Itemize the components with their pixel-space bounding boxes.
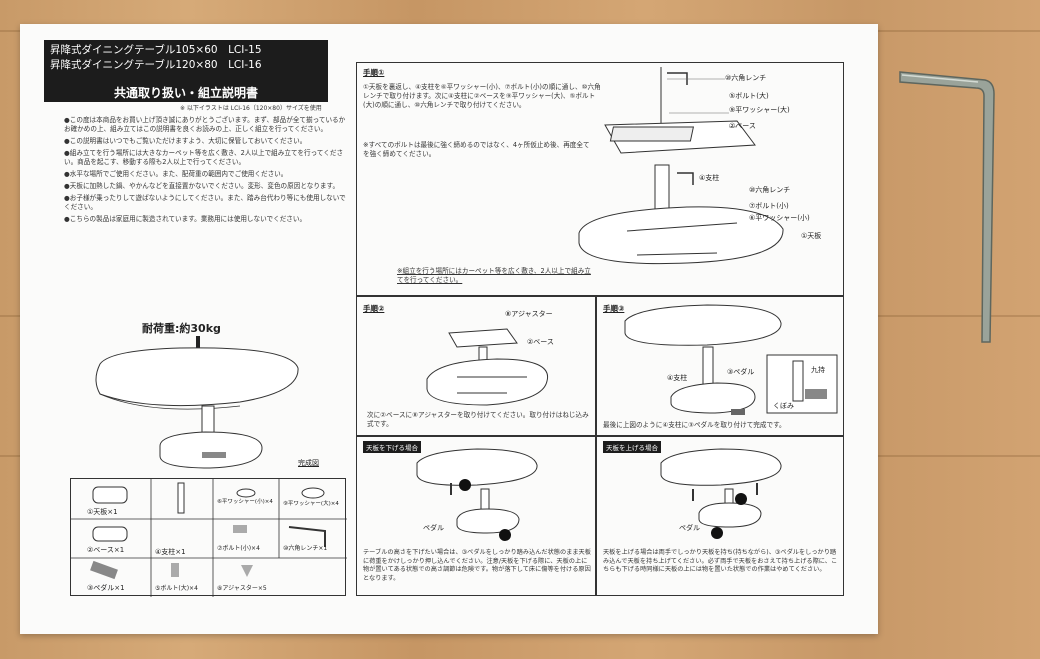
part-label: ③ペダル×1 xyxy=(87,584,125,592)
label-bolt-large: ⑤ボルト(大) xyxy=(729,92,769,100)
part-label: ⑤ボルト(大)×4 xyxy=(155,585,198,592)
note-item: ●天板に加熱した鍋、やかんなどを直接置かないでください。変形、変色の原因となりま… xyxy=(64,182,340,190)
label-column: ④支柱 xyxy=(699,174,720,182)
lower-illustration xyxy=(416,448,538,541)
label-washer-small: ⑥平ワッシャー(小) xyxy=(749,214,810,222)
step1-panel: 手順① ①天板を裏返し、④支柱を⑥平ワッシャー(小)、⑦ボルト(小)の順に通し、… xyxy=(356,62,844,296)
part-label: ⑧アジャスター×5 xyxy=(217,585,267,592)
part-label: ①天板×1 xyxy=(87,508,118,516)
raise-text: 天板を上げる場合は両手でしっかり天板を持ち(持ちながら)、③ペダルをしっかり踏み… xyxy=(603,549,838,573)
lower-text: テーブルの高さを下げたい場合は、③ペダルをしっかり踏み込んだ状態のまま天板に荷重… xyxy=(363,549,591,582)
step1-illustration xyxy=(578,67,784,265)
step1-caution: ※すべてのボルトは最後に強く締めるのではなく、4ヶ所仮止め後、再度全てを強く締め… xyxy=(363,141,590,158)
notes-list: ●この度は本商品をお買い上げ頂き誠にありがとうございます。まず、部品が全て揃って… xyxy=(64,116,350,224)
part-label: ⑩六角レンチ×1 xyxy=(283,545,328,552)
label-washer-large: ⑨平ワッシャー(大) xyxy=(729,106,790,114)
label-column-2: ④支柱 xyxy=(667,374,688,382)
complete-table-illustration xyxy=(95,336,299,469)
step1-text: ①天板を裏返し、④支柱を⑥平ワッシャー(小)、⑦ボルト(小)の順に通し、⑩六角レ… xyxy=(363,83,601,109)
part-label: ②ベース×1 xyxy=(87,546,125,554)
illustration-note: ※ 以下イラストは LCI-16（120×80）サイズを使用 xyxy=(180,105,322,112)
step3-illustration xyxy=(624,304,838,415)
product-title-1: 昇降式ダイニングテーブル105×60 LCI-15 xyxy=(50,44,262,56)
step3-title: 手順③ xyxy=(603,304,625,313)
note-item: ●水平な場所でご使用ください。また、配荷重の範囲内でご使用ください。 xyxy=(64,170,288,178)
manual-subtitle: 共通取り扱い・組立説明書 xyxy=(44,84,328,102)
parts-list-panel: ①天板×1 ④支柱×1 ⑥平ワッシャー(小)×4 ⑨平ワッシャー(大)×4 ②ベ… xyxy=(70,478,347,597)
label-base: ②ベース xyxy=(729,122,756,130)
product-title-2: 昇降式ダイニングテーブル120×80 LCI-16 xyxy=(50,59,262,71)
note-item: ●この説明書はいつでもご覧いただけますよう、大切に保管しておいてください。 xyxy=(64,137,307,145)
note-item: ●お子様が乗ったりして遊ばないようにしてください。また、踏み台代わり等にも使用し… xyxy=(64,194,346,211)
step3-panel: 手順③ ④支柱 ③ペダル 九持 くぼみ 最後に上図のように④支柱に③ペダルを取り… xyxy=(596,296,844,436)
label-recess: くぼみ xyxy=(773,402,794,410)
label-hex-wrench-2: ⑩六角レンチ xyxy=(749,186,791,194)
label-hex-wrench: ⑩六角レンチ xyxy=(725,74,767,82)
step2-text: 次に②ベースに⑧アジャスターを取り付けてください。取り付けはねじ込み式です。 xyxy=(367,411,589,428)
step2-illustration xyxy=(426,328,549,406)
step1-title: 手順① xyxy=(363,68,385,77)
label-adjuster: ⑧アジャスター xyxy=(505,310,553,318)
label-bolt-small: ⑦ボルト(小) xyxy=(749,202,789,210)
raise-illustration xyxy=(660,448,782,539)
label-pedal-lower: ペダル xyxy=(423,524,444,532)
label-pedal-raise: ペダル xyxy=(679,524,700,532)
part-label: ⑦ボルト(小)×4 xyxy=(217,545,260,552)
lower-panel: 天板を下げる場合 ペダル テーブルの高さを下げたい場合は、③ペダルをしっかり踏み… xyxy=(356,436,596,596)
label-tabletop: ①天板 xyxy=(801,232,822,240)
step2-title: 手順② xyxy=(363,304,385,313)
part-label: ⑥平ワッシャー(小)×4 xyxy=(217,499,273,505)
label-pin: 九持 xyxy=(811,366,825,374)
load-capacity: 耐荷重:約30kg xyxy=(142,322,221,335)
note-item: ●組み立てを行う場所には大きなカーペット等を広く敷き、2人以上で組み立てを行って… xyxy=(64,149,344,166)
product-title-block: 昇降式ダイニングテーブル105×60 LCI-15 昇降式ダイニングテーブル12… xyxy=(44,40,328,84)
step3-text: 最後に上図のように④支柱に③ペダルを取り付けて完成です。 xyxy=(603,421,786,429)
note-item: ●こちらの製品は家庭用に製造されています。業務用には使用しないでください。 xyxy=(64,215,307,223)
label-pedal: ③ペダル xyxy=(727,368,755,376)
complete-label: 完成図 xyxy=(298,459,319,467)
step2-panel: 手順② ⑧アジャスター ②ベース 次に②ベースに⑧アジャスターを取り付けてくださ… xyxy=(356,296,596,436)
note-item: ●この度は本商品をお買い上げ頂き誠にありがとうございます。まず、部品が全て揃って… xyxy=(64,116,346,133)
lower-tag: 天板を下げる場合 xyxy=(363,441,421,453)
raise-tag: 天板を上げる場合 xyxy=(603,441,661,453)
step1-warning: ※組立を行う場所にはカーペット等を広く敷き、2人以上で組み立てを行ってください。 xyxy=(397,267,591,284)
part-label: ④支柱×1 xyxy=(155,548,186,556)
raise-panel: 天板を上げる場合 ペダル 天板を上げる場合は両手でしっかり天板を持ち(持ちながら… xyxy=(596,436,844,596)
part-label: ⑨平ワッシャー(大)×4 xyxy=(283,501,339,507)
label-base-2: ②ベース xyxy=(527,338,554,346)
